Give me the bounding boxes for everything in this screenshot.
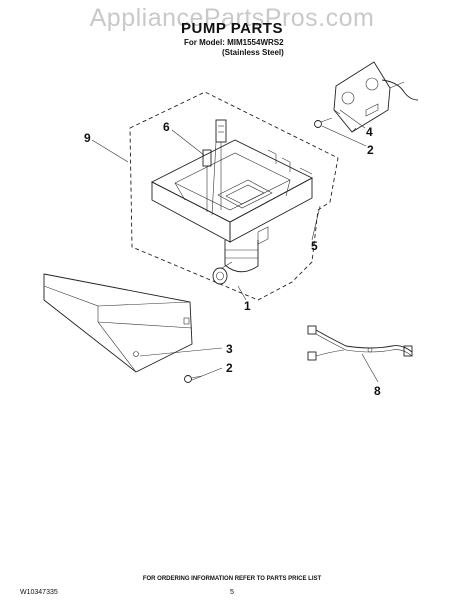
ordering-note: FOR ORDERING INFORMATION REFER TO PARTS … — [142, 576, 322, 582]
page-number: 5 — [230, 589, 234, 596]
callout-5: 5 — [311, 239, 318, 253]
screw-lower — [184, 375, 203, 383]
callout-6: 6 — [163, 120, 170, 134]
pump-housing — [151, 139, 313, 245]
callout-2-upper: 2 — [367, 143, 374, 157]
callout-3: 3 — [226, 342, 233, 356]
model-number: For Model: MIM1554WRS2 — [184, 38, 284, 47]
wiring-harness — [307, 325, 413, 361]
leader-lines — [91, 109, 379, 383]
pump-motor — [212, 240, 259, 285]
float-switch — [202, 119, 227, 216]
pump-cover — [43, 273, 193, 373]
model-finish: (Stainless Steel) — [222, 48, 284, 57]
watermark: AppliancePartsPros.com — [89, 4, 375, 32]
callout-1: 1 — [244, 299, 251, 313]
callout-4: 4 — [366, 125, 373, 139]
page-title: PUMP PARTS — [181, 20, 283, 37]
callout-9: 9 — [84, 131, 91, 145]
callout-2-lower: 2 — [226, 361, 233, 375]
document-number: W10347335 — [20, 589, 58, 596]
screw-upper — [314, 117, 333, 128]
mounting-bracket — [333, 61, 419, 133]
assembly-boundary — [129, 91, 339, 301]
callout-8: 8 — [374, 384, 381, 398]
